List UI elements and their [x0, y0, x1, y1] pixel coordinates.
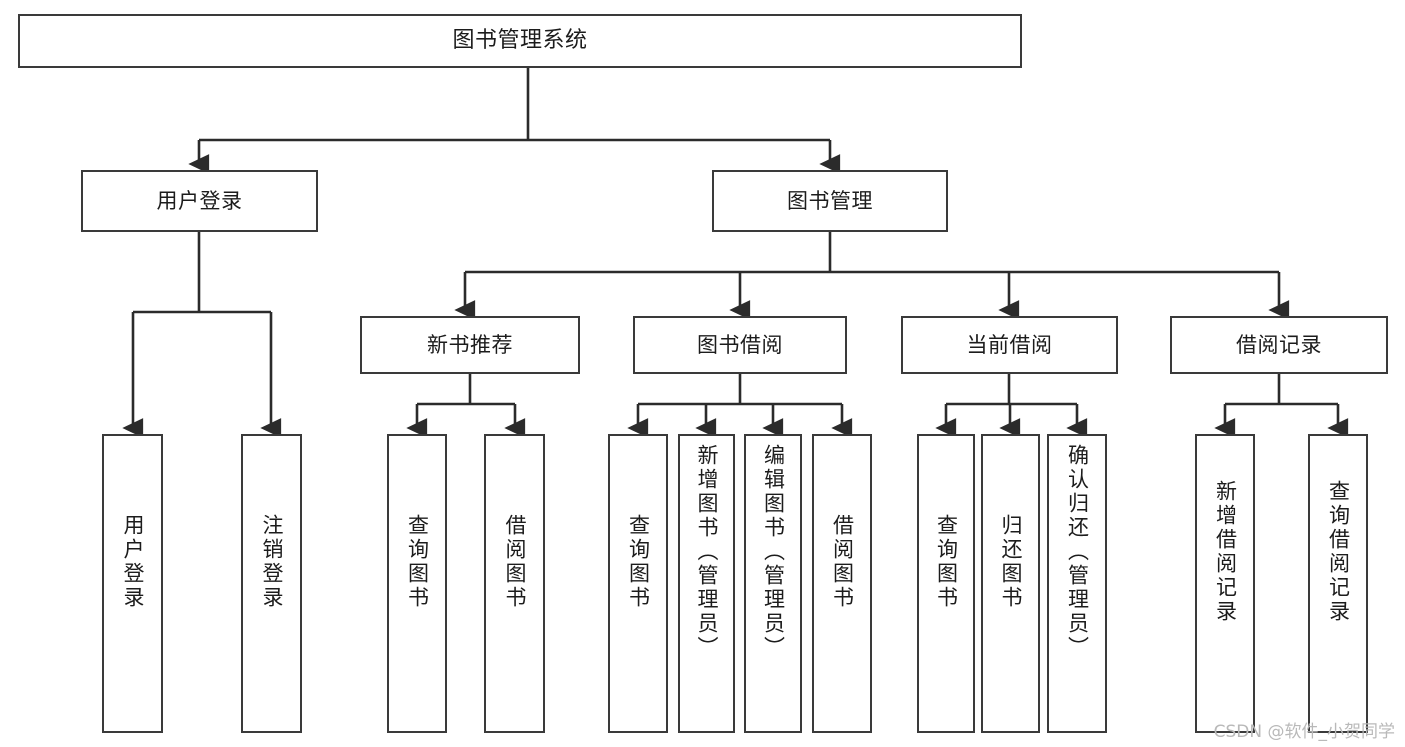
- node-borrow-record[interactable]: 借阅记录: [1170, 316, 1388, 374]
- watermark-text: CSDN @软件_小贺同学: [1213, 722, 1395, 742]
- node-leaf-add-book[interactable]: 新增图书（管理员）: [678, 434, 735, 733]
- node-leaf-confirm-return-label: 确认归还（管理员）: [1065, 444, 1090, 660]
- node-leaf-logout-login-label: 注销登录: [260, 514, 284, 610]
- node-leaf-query-book-1[interactable]: 查询图书: [387, 434, 447, 733]
- node-leaf-query-book-3-label: 查询图书: [934, 514, 959, 610]
- node-leaf-add-record-label: 新增借阅记录: [1213, 480, 1238, 624]
- node-user-login[interactable]: 用户登录: [81, 170, 318, 232]
- node-leaf-return-book-label: 归还图书: [999, 514, 1023, 610]
- node-current-borrow[interactable]: 当前借阅: [901, 316, 1118, 374]
- node-leaf-query-record-label: 查询借阅记录: [1326, 480, 1351, 624]
- node-leaf-borrow-book-2-label: 借阅图书: [830, 514, 855, 610]
- node-leaf-logout-login[interactable]: 注销登录: [241, 434, 302, 733]
- node-leaf-borrow-book-1[interactable]: 借阅图书: [484, 434, 545, 733]
- node-leaf-query-book-2[interactable]: 查询图书: [608, 434, 668, 733]
- node-leaf-add-book-label: 新增图书（管理员）: [695, 444, 719, 660]
- node-root-label: 图书管理系统: [452, 28, 588, 54]
- node-root[interactable]: 图书管理系统: [18, 14, 1022, 68]
- node-leaf-confirm-return[interactable]: 确认归还（管理员）: [1047, 434, 1107, 733]
- node-leaf-query-book-1-label: 查询图书: [405, 514, 430, 610]
- node-current-borrow-label: 当前借阅: [966, 332, 1053, 357]
- node-leaf-query-record[interactable]: 查询借阅记录: [1308, 434, 1368, 733]
- node-leaf-borrow-book-1-label: 借阅图书: [503, 514, 527, 610]
- node-leaf-return-book[interactable]: 归还图书: [981, 434, 1040, 733]
- node-leaf-edit-book-label: 编辑图书（管理员）: [761, 444, 786, 660]
- node-leaf-borrow-book-2[interactable]: 借阅图书: [812, 434, 872, 733]
- node-leaf-user-login[interactable]: 用户登录: [102, 434, 163, 733]
- node-leaf-add-record[interactable]: 新增借阅记录: [1195, 434, 1255, 733]
- node-borrow-record-label: 借阅记录: [1236, 332, 1322, 357]
- node-book-borrow[interactable]: 图书借阅: [633, 316, 847, 374]
- node-new-book-recommend[interactable]: 新书推荐: [360, 316, 580, 374]
- node-new-book-recommend-label: 新书推荐: [427, 332, 513, 357]
- node-leaf-edit-book[interactable]: 编辑图书（管理员）: [744, 434, 802, 733]
- node-leaf-query-book-3[interactable]: 查询图书: [917, 434, 975, 733]
- node-book-management[interactable]: 图书管理: [712, 170, 948, 232]
- node-leaf-user-login-label: 用户登录: [121, 514, 145, 610]
- node-book-borrow-label: 图书借阅: [697, 332, 783, 357]
- node-book-management-label: 图书管理: [787, 188, 873, 213]
- node-leaf-query-book-2-label: 查询图书: [626, 514, 651, 610]
- node-user-login-label: 用户登录: [156, 188, 243, 213]
